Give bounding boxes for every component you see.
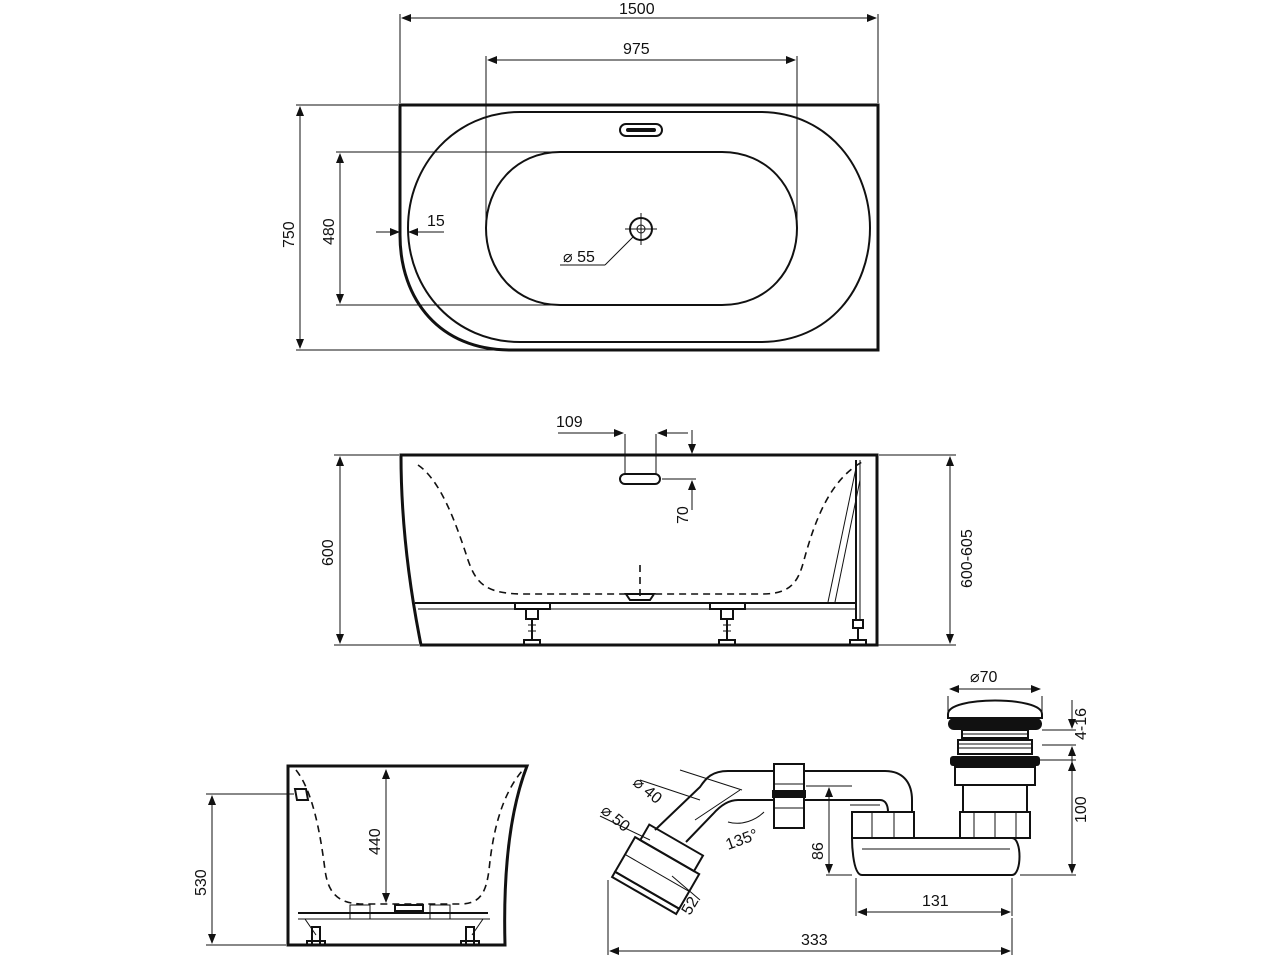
rim-offset-label: 15	[427, 213, 445, 230]
drain-kit: ⌀70 4-16 100 86 ⌀ 40 ⌀ 50 135° 52	[597, 669, 1090, 955]
drain-diameter-label: ⌀ 55	[563, 249, 595, 266]
inner-width-label: 480	[321, 218, 338, 245]
front-foot-right	[849, 619, 867, 646]
front-shell-outline	[399, 453, 879, 647]
side-shell-outline	[286, 764, 530, 947]
overflow-height-label: 70	[675, 506, 692, 524]
top-view: ⌀ 55 1500 975 750 480 15	[281, 1, 880, 352]
overall-length-label: 1500	[619, 1, 655, 18]
tub-basin-outline	[484, 151, 799, 306]
plug-lift-label: 4-16	[1073, 708, 1090, 740]
trap-width-label: 131	[922, 893, 949, 910]
elbow-angle-label: 135°	[724, 826, 761, 853]
tub-outer-outline	[398, 103, 880, 352]
drain-plug-cap	[947, 699, 1043, 719]
overflow-slot	[619, 123, 663, 137]
front-basin-dashed	[417, 461, 863, 595]
outlet-length-label: 52	[679, 894, 703, 918]
drain-height-label: 100	[1073, 796, 1090, 823]
total-length-label: 333	[801, 932, 828, 949]
adjustable-height-label: 600-605	[959, 529, 976, 588]
front-view: 109 70 600 600-605	[320, 414, 976, 647]
front-height-label: 600	[320, 539, 337, 566]
tub-rim-outline	[406, 111, 872, 343]
outlet-diameter-label: ⌀ 50	[597, 802, 632, 836]
outlet-coupling	[610, 823, 705, 916]
side-overflow-marker	[293, 788, 310, 801]
side-view: 440 530	[193, 764, 530, 947]
side-basin-dashed	[295, 769, 523, 905]
front-foot-left	[514, 602, 551, 646]
plug-diameter-label: ⌀70	[970, 669, 998, 686]
inner-length-label: 975	[623, 41, 650, 58]
side-height-label: 530	[193, 869, 210, 896]
inner-depth-label: 440	[367, 828, 384, 855]
pipe-diameter-label: ⌀ 40	[629, 774, 664, 808]
drain-trap-body	[850, 837, 1021, 876]
front-foot-middle	[709, 602, 746, 646]
trap-height-label: 86	[810, 842, 827, 860]
overall-width-label: 750	[281, 221, 298, 248]
front-overflow-fitting	[619, 473, 661, 485]
overflow-offset-label: 109	[556, 414, 583, 431]
